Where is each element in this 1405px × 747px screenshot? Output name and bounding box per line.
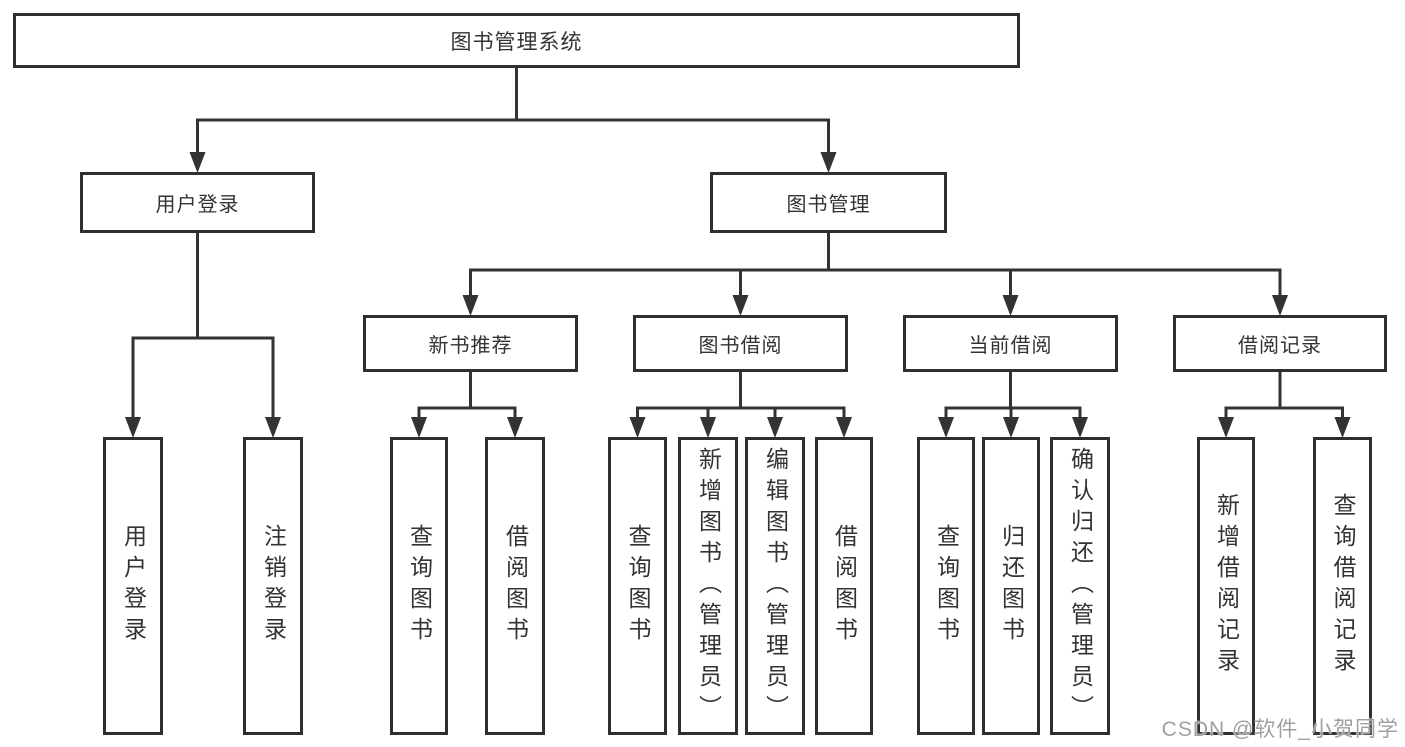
- leaf-label: 查询图书: [625, 524, 651, 648]
- leaf-label: 借阅图书: [831, 524, 858, 648]
- leaf-confirm-return-admin: 确认归还（管理员）: [1050, 437, 1110, 735]
- leaf-logout: 注销登录: [243, 437, 303, 735]
- leaf-label: 用户登录: [120, 524, 147, 648]
- node-label: 当前借阅: [968, 335, 1053, 357]
- leaf-borrow-books: 借阅图书: [815, 437, 873, 735]
- node-label: 借阅记录: [1238, 335, 1322, 357]
- leaf-return-books: 归还图书: [982, 437, 1040, 735]
- leaf-add-borrow-record: 新增借阅记录: [1197, 437, 1255, 735]
- leaf-label: 查询借阅记录: [1330, 493, 1356, 679]
- node-label: 新书推荐: [428, 335, 513, 357]
- leaf-query-books-recommend: 查询图书: [390, 437, 448, 735]
- node-label: 图书管理: [786, 194, 871, 216]
- leaf-label: 新增图书（管理员）: [695, 446, 722, 726]
- leaf-label: 借阅图书: [502, 524, 529, 648]
- node-new-book-recommend: 新书推荐: [363, 315, 578, 372]
- node-current-borrow: 当前借阅: [903, 315, 1118, 372]
- leaf-label: 注销登录: [260, 524, 287, 648]
- node-borrow-records: 借阅记录: [1173, 315, 1387, 372]
- node-user-login-branch: 用户登录: [80, 172, 315, 233]
- node-root: 图书管理系统: [13, 13, 1020, 68]
- leaf-borrow-books-recommend: 借阅图书: [485, 437, 545, 735]
- node-root-label: 图书管理系统: [450, 30, 583, 54]
- node-book-management: 图书管理: [710, 172, 947, 233]
- leaf-label: 查询图书: [933, 524, 960, 648]
- leaf-label: 确认归还（管理员）: [1067, 446, 1094, 726]
- csdn-watermark: CSDN @软件_小贺同学: [1161, 718, 1399, 741]
- node-book-borrow: 图书借阅: [633, 315, 848, 372]
- leaf-query-borrow-record: 查询借阅记录: [1313, 437, 1372, 735]
- leaf-label: 新增借阅记录: [1213, 493, 1240, 679]
- node-label: 用户登录: [155, 194, 240, 216]
- leaf-user-login: 用户登录: [103, 437, 163, 735]
- leaf-edit-book-admin: 编辑图书（管理员）: [745, 437, 805, 735]
- leaf-label: 编辑图书（管理员）: [762, 446, 789, 726]
- leaf-query-books-current: 查询图书: [917, 437, 975, 735]
- leaf-add-book-admin: 新增图书（管理员）: [678, 437, 738, 735]
- leaf-label: 查询图书: [406, 524, 433, 648]
- node-label: 图书借阅: [698, 335, 783, 357]
- leaf-query-books-borrow: 查询图书: [608, 437, 667, 735]
- leaf-label: 归还图书: [998, 524, 1025, 648]
